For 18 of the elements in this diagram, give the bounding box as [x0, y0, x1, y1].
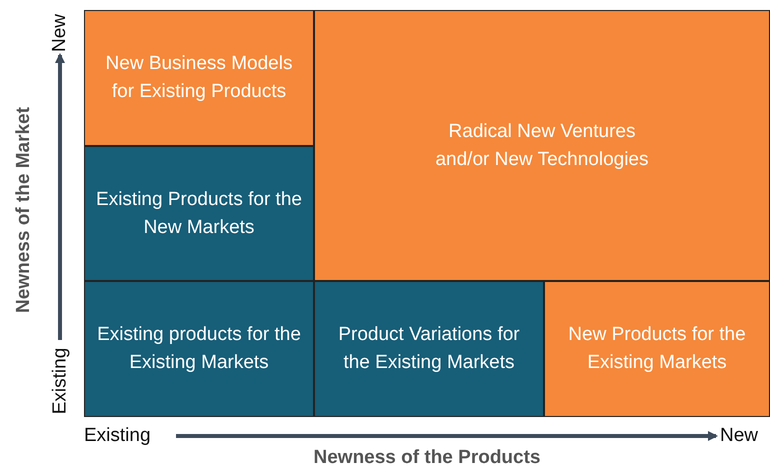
cell-text: Radical New Ventures and/or New Technologies — [434, 120, 650, 172]
matrix-cell — [314, 10, 770, 281]
axis-end-label: New — [720, 425, 758, 447]
matrix-cell — [84, 281, 314, 417]
cell-text: Product Variations for the Existing Markets — [337, 323, 521, 375]
axis-end-label: New — [49, 14, 71, 52]
axis-end-label: Existing — [84, 425, 151, 447]
matrix-cell — [314, 281, 544, 417]
cell-text: New Products for the Existing Markets — [567, 323, 747, 375]
matrix-cell — [544, 281, 770, 417]
axis-title: Newness of the Products — [314, 447, 540, 469]
axis-title: Newness of the Market — [12, 107, 35, 313]
cell-text: Existing products for the Existing Markets — [96, 323, 302, 375]
cell-text: New Business Models for Existing Products — [104, 52, 294, 104]
matrix-cell — [84, 146, 314, 281]
axis-end-label: Existing — [48, 348, 71, 414]
matrix-cell — [84, 10, 314, 146]
cell-text: Existing Products for the New Markets — [95, 188, 303, 240]
